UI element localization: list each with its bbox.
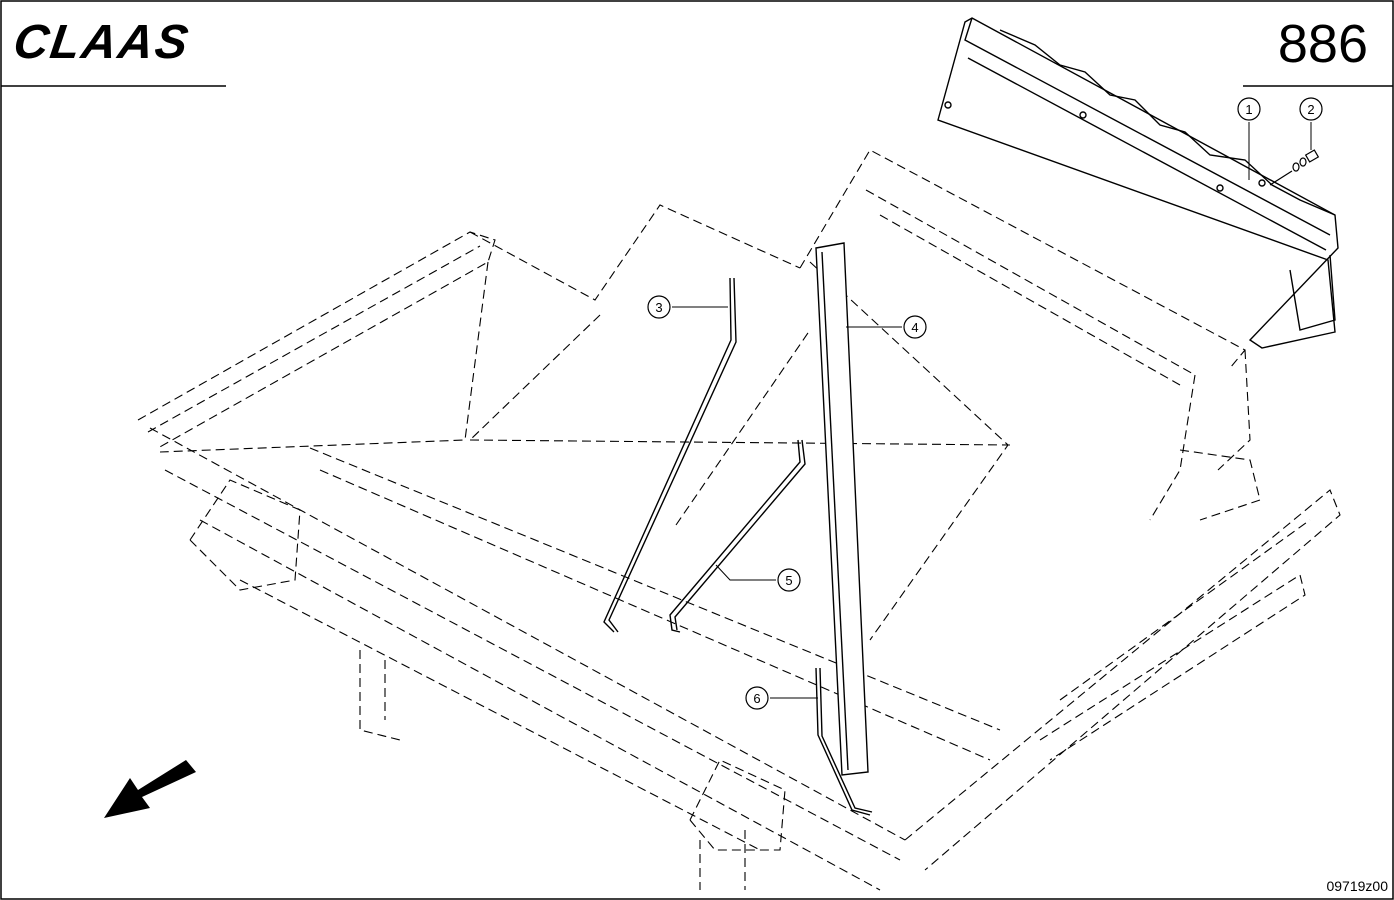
part-2-bolt-washer [1269, 149, 1320, 186]
part-6-strut-rod [815, 667, 873, 816]
callout-balloons [647, 97, 1323, 710]
callout-2-circle [1299, 97, 1323, 121]
callout-2-label: 2 [1307, 102, 1314, 117]
callout-5-label: 5 [785, 573, 792, 588]
callout-4-label: 4 [911, 320, 918, 335]
callout-3-label: 3 [655, 300, 662, 315]
part-1-deflector-plate [937, 17, 1339, 349]
arrow-down-left-icon [104, 760, 196, 818]
callout-4-circle [903, 315, 927, 339]
callout-6-circle [745, 686, 769, 710]
page-number: 886 [1277, 14, 1368, 74]
hopper-frame-dashed [137, 149, 1341, 891]
callout-5-circle [777, 568, 801, 592]
part-3-strut-rod [603, 277, 737, 633]
callout-1-circle [1237, 97, 1261, 121]
callout-6-label: 6 [753, 691, 760, 706]
callout-1-label: 1 [1245, 102, 1252, 117]
callout-3-circle [647, 295, 671, 319]
callout-leaders [672, 122, 1312, 699]
drawing-reference: 09719z00 [1326, 878, 1388, 894]
part-5-strut-rod [669, 439, 806, 633]
part-4-angle-bar [815, 242, 869, 776]
